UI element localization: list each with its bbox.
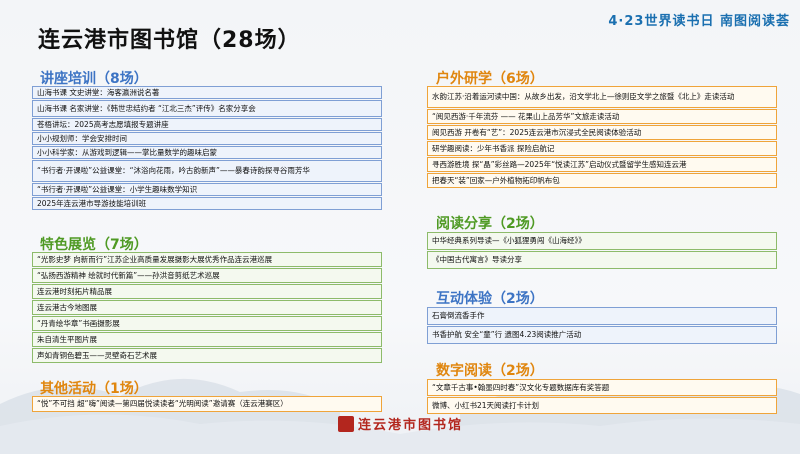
list-item: “弘扬西游精神 绘就时代新篇”——孙洪音剪纸艺术巡展 <box>32 268 382 283</box>
list-item: 阅见西游 开卷有“艺”：2025连云港市沉浸式全民阅读体验活动 <box>427 125 777 140</box>
exhibitions-list: “光影史梦 向新而行”江苏企业高质量发展摄影大展优秀作品连云港巡展 “弘扬西游精… <box>32 252 382 364</box>
list-item: 《中国古代寓言》导读分享 <box>427 251 777 269</box>
list-item: “光影史梦 向新而行”江苏企业高质量发展摄影大展优秀作品连云港巡展 <box>32 252 382 267</box>
interactive-list: 石膏倒流香手作 书香护航 安全“童”行 遗图4.23阅读推广活动 <box>427 307 777 345</box>
list-item: 连云港古今地图展 <box>32 300 382 315</box>
event-banner: 4·23世界读书日 南图阅读荟 <box>608 14 790 29</box>
list-item: 中华经典系列导读—《小狐狸勇闯《山海经》》 <box>427 232 777 250</box>
section-title-digital: 数字阅读（2场） <box>436 363 544 379</box>
list-item: 把春天“装”回家—户外植物拓印帆布包 <box>427 173 777 188</box>
list-item: 书香护航 安全“童”行 遗图4.23阅读推广活动 <box>427 326 777 344</box>
reading-list: 中华经典系列导读—《小狐狸勇闯《山海经》》 《中国古代寓言》导读分享 <box>427 232 777 270</box>
outdoor-list: 水韵江苏·沿着运河读中国：从故乡出发，沿文学北上—徐则臣文学之旅暨《北上》走读活… <box>427 86 777 189</box>
list-item: 小小科学家：从游戏到逻辑——掌比量数学的趣味启蒙 <box>32 146 382 159</box>
others-list: “悦”不可挡 超“嗨”阅读—第四届悦读读者“光明阅读”邀请赛（连云港赛区） <box>32 396 382 413</box>
list-item: 苍梧讲坛：2025高考志愿填报专题讲座 <box>32 118 382 131</box>
section-title-reading: 阅读分享（2场） <box>436 216 544 232</box>
section-title-outdoor: 户外研学（6场） <box>436 71 544 87</box>
logo-text: 连云港市图书馆 <box>358 418 464 433</box>
digital-list: “文章千古事•翰墨四时春”汉文化专题数据库有奖答题 微博、小红书21天阅读打卡计… <box>427 379 777 415</box>
list-item: “悦”不可挡 超“嗨”阅读—第四届悦读读者“光明阅读”邀请赛（连云港赛区） <box>32 396 382 412</box>
list-item: 2025年连云港市导游技能培训班 <box>32 197 382 210</box>
list-item: 寻西游胜境 探“晶”彩丝路—2025年“悦读江苏”启动仪式暨留学生感知连云港 <box>427 157 777 172</box>
section-title-others: 其他活动（1场） <box>40 381 148 397</box>
list-item: 连云港时刻拓片精品展 <box>32 284 382 299</box>
list-item: 小小规划师：学会安排时间 <box>32 132 382 145</box>
lectures-list: 山海书课 文史讲堂：海客瀛洲说名著 山海书课 名家讲堂：《韩世忠结约者 “江北三… <box>32 86 382 211</box>
section-title-exhibitions: 特色展览（7场） <box>40 237 148 253</box>
library-seal-icon <box>338 415 354 432</box>
list-item: 研学趣阅读：少年书香派 探险启航记 <box>427 141 777 156</box>
list-item: “书行者·开课啦”公益课堂：小学生趣味数学知识 <box>32 183 382 196</box>
list-item: 微博、小红书21天阅读打卡计划 <box>427 397 777 414</box>
list-item: 石膏倒流香手作 <box>427 307 777 325</box>
list-item: 声如青铜色碧玉——灵壁奇石艺术展 <box>32 348 382 363</box>
list-item: 山海书课 文史讲堂：海客瀛洲说名著 <box>32 86 382 99</box>
page-title: 连云港市图书馆（28场） <box>38 28 301 53</box>
library-logo: 连云港市图书馆 <box>338 414 463 433</box>
section-title-interactive: 互动体验（2场） <box>436 291 544 307</box>
list-item: “阅见西游·千年流芬 —— 花果山上品芳华”文旅走读活动 <box>427 109 777 124</box>
list-item: “书行者·开课啦”公益课堂：“沐浴向花雨，吟古韵新声”——暴春诗韵探寻谷雨芳华 <box>32 160 382 182</box>
section-title-lectures: 讲座培训（8场） <box>40 71 148 87</box>
list-item: “丹青绘华章”书画摄影展 <box>32 316 382 331</box>
list-item: 朱自清生平图片展 <box>32 332 382 347</box>
list-item: “文章千古事•翰墨四时春”汉文化专题数据库有奖答题 <box>427 379 777 396</box>
list-item: 水韵江苏·沿着运河读中国：从故乡出发，沿文学北上—徐则臣文学之旅暨《北上》走读活… <box>427 86 777 108</box>
list-item: 山海书课 名家讲堂：《韩世忠结约者 “江北三杰”评传》名家分享会 <box>32 100 382 117</box>
